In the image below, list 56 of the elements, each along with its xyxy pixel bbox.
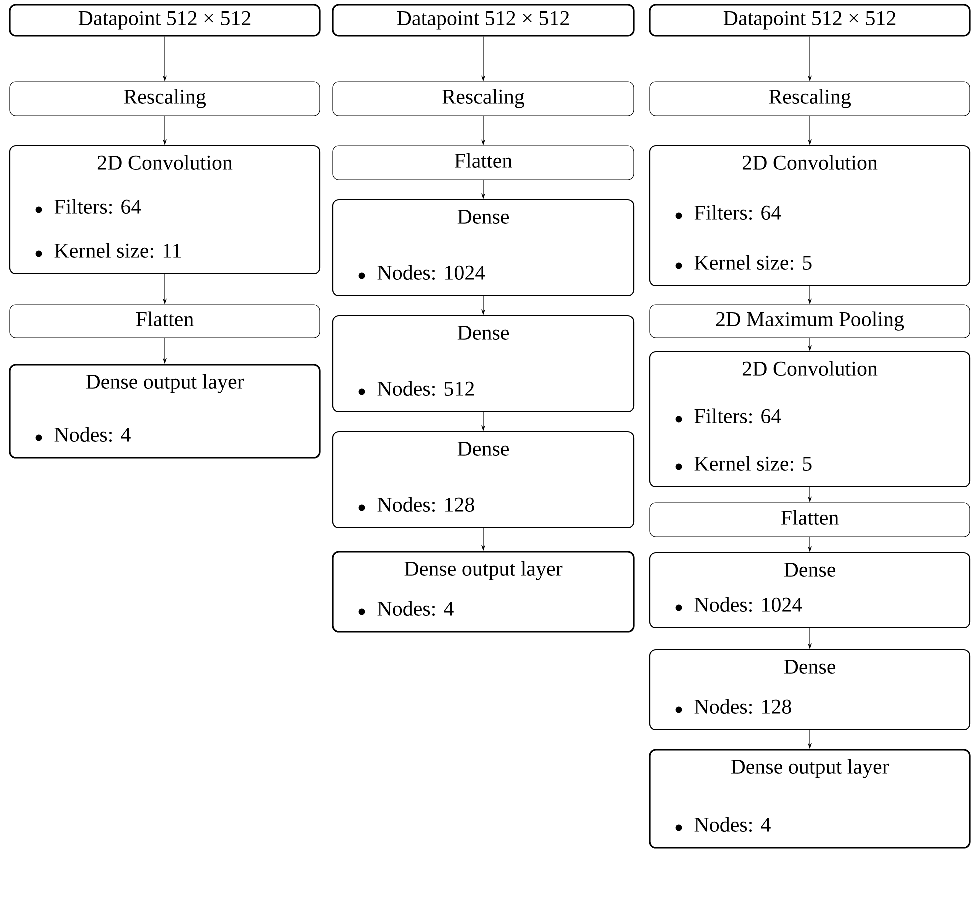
layer-box bbox=[332, 315, 635, 413]
layer-name: 2D Convolution bbox=[98, 155, 233, 170]
layer-box bbox=[650, 82, 970, 116]
layer-box bbox=[10, 304, 320, 338]
layer-name: Dense output layer bbox=[731, 759, 890, 778]
layer-name: Datapoint 512 × 512 bbox=[78, 11, 251, 30]
layer-name: Datapoint 512 × 512 bbox=[724, 11, 896, 30]
layer-name: Flatten bbox=[781, 510, 839, 525]
layer-name: Dense output layer bbox=[404, 561, 563, 580]
bullet-item: Filters: 64 bbox=[694, 205, 782, 220]
layer-box bbox=[10, 82, 320, 116]
layer-name: Rescaling bbox=[769, 89, 852, 108]
bullet-item: Nodes: 1024 bbox=[694, 597, 802, 612]
bullet-item: Nodes: 4 bbox=[54, 427, 131, 442]
layer-box bbox=[332, 551, 635, 633]
layer-box bbox=[650, 502, 970, 538]
layer-name: 2D Maximum Pooling bbox=[716, 312, 904, 331]
layer-box bbox=[332, 199, 635, 297]
layer-name: Dense output layer bbox=[86, 374, 244, 394]
layer-box bbox=[649, 749, 971, 849]
bullet-item: Filters: 64 bbox=[54, 199, 142, 214]
bullet-item: Filters: 64 bbox=[694, 408, 782, 424]
layer-name: 2D Convolution bbox=[742, 361, 878, 376]
layer-name: 2D Convolution bbox=[742, 155, 878, 170]
bullet-item: Kernel size: 11 bbox=[54, 243, 182, 258]
layer-box bbox=[649, 351, 971, 488]
layer-name: Dense bbox=[458, 442, 510, 456]
layer-box bbox=[332, 82, 634, 116]
layer-box bbox=[9, 145, 321, 275]
bullet-item: Nodes: 512 bbox=[378, 381, 474, 396]
bullet-item: Nodes: 128 bbox=[694, 699, 792, 714]
layer-name: Rescaling bbox=[124, 89, 206, 108]
bullet-item: Kernel size: 5 bbox=[694, 255, 812, 270]
bullet-item: Nodes: 128 bbox=[378, 497, 474, 512]
layer-box bbox=[9, 364, 321, 459]
layer-box bbox=[649, 4, 971, 37]
layer-name: Flatten bbox=[136, 312, 194, 326]
layer-name: Dense bbox=[784, 563, 836, 577]
layer-box bbox=[332, 431, 635, 529]
bullet-item: Kernel size: 5 bbox=[694, 456, 812, 472]
bullet-item: Nodes: 1024 bbox=[378, 265, 486, 280]
layer-box bbox=[649, 145, 971, 287]
layer-name: Dense bbox=[458, 210, 510, 224]
layer-name: Dense bbox=[458, 326, 510, 340]
layer-name: Rescaling bbox=[442, 89, 525, 108]
layer-box bbox=[649, 649, 971, 731]
layer-box bbox=[650, 304, 970, 338]
layer-name: Datapoint 512 × 512 bbox=[397, 11, 570, 30]
layer-name: Flatten bbox=[454, 153, 512, 168]
layer-box bbox=[9, 4, 321, 37]
bullet-item: Nodes: 4 bbox=[378, 601, 454, 616]
bullet-item: Nodes: 4 bbox=[694, 817, 771, 832]
layer-box bbox=[649, 552, 971, 629]
layer-box bbox=[332, 4, 635, 37]
layer-box bbox=[332, 146, 634, 180]
layer-name: Dense bbox=[784, 660, 836, 674]
